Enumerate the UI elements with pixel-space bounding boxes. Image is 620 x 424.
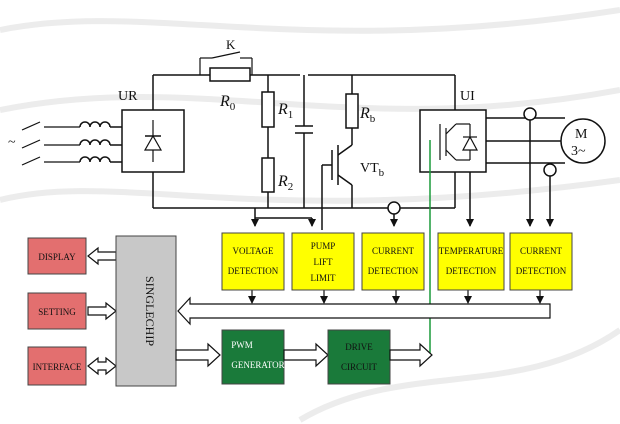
background-pattern bbox=[0, 7, 620, 423]
rectifier-label: UR bbox=[118, 89, 138, 104]
resistor-r2-label: R2 bbox=[277, 173, 293, 193]
ac-source-label: ~ bbox=[8, 135, 16, 150]
current-detection-2-line1: CURRENT bbox=[520, 246, 563, 256]
rectifier-diode-icon bbox=[143, 120, 163, 162]
pwm-generator-line2: GENERATOR bbox=[231, 360, 284, 370]
setting-block bbox=[27, 292, 87, 330]
resistor-r0-label: R0 bbox=[219, 93, 236, 113]
interface-label: INTERFACE bbox=[33, 362, 82, 372]
resistor-r1 bbox=[261, 91, 275, 128]
resistor-r0 bbox=[209, 67, 251, 82]
current-sensor-motor-b bbox=[543, 163, 557, 227]
input-switches bbox=[21, 121, 80, 166]
inverter-label: UI bbox=[460, 89, 475, 104]
display-block bbox=[27, 237, 87, 275]
temperature-detection-line1: TEMPERATURE bbox=[439, 246, 504, 256]
pwm-to-drive-arrow bbox=[283, 342, 329, 368]
drive-output-arrow bbox=[389, 342, 433, 368]
motor-label-2: 3~ bbox=[571, 144, 586, 159]
drive-circuit-block bbox=[327, 329, 391, 385]
inverter-block bbox=[419, 109, 487, 173]
feedback-bus-arrow bbox=[177, 296, 551, 326]
chip-to-pwm-arrow bbox=[175, 342, 221, 368]
motor-label-1: M bbox=[575, 127, 588, 142]
motor-output-lines bbox=[486, 117, 565, 164]
brake-transistor-icon bbox=[321, 144, 353, 230]
pump-lift-limit-line2: LIFT bbox=[314, 257, 334, 267]
transistor-label: VTb bbox=[360, 161, 385, 179]
input-inductors bbox=[79, 121, 122, 163]
switch-label: K bbox=[226, 37, 236, 52]
voltage-sense-lines bbox=[251, 208, 316, 227]
current-detection-block-1 bbox=[361, 232, 425, 291]
pwm-generator-line1: PWM bbox=[231, 340, 253, 350]
current-detection-2-line2: DETECTION bbox=[516, 266, 567, 276]
resistor-rb bbox=[345, 93, 359, 129]
pump-lift-limit-line1: PUMP bbox=[311, 241, 336, 251]
resistor-rb-label: Rb bbox=[359, 105, 376, 125]
singlechip-block bbox=[115, 235, 177, 387]
drive-circuit-line2: CIRCUIT bbox=[341, 362, 378, 372]
temperature-detection-block bbox=[437, 232, 505, 291]
bypass-switch bbox=[199, 51, 253, 75]
display-label: DISPLAY bbox=[38, 252, 76, 262]
pump-lift-limit-block bbox=[291, 232, 355, 291]
current-detection-block-2 bbox=[509, 232, 573, 291]
current-sensor-motor-a bbox=[523, 107, 537, 227]
setting-label: SETTING bbox=[38, 307, 76, 317]
inverter-igbt-icon bbox=[439, 123, 479, 161]
pwm-generator-block bbox=[221, 329, 285, 385]
current-detection-1-line1: CURRENT bbox=[372, 246, 415, 256]
bus-capacitor bbox=[295, 75, 313, 208]
resistor-r2 bbox=[261, 157, 275, 193]
voltage-detection-block bbox=[221, 232, 285, 291]
motor-icon bbox=[560, 118, 606, 164]
detection-to-bus-lines bbox=[248, 290, 544, 304]
temperature-detection-line2: DETECTION bbox=[446, 266, 497, 276]
pump-lift-limit-line3: LIMIT bbox=[311, 273, 336, 283]
drive-circuit-line1: DRIVE bbox=[345, 342, 373, 352]
current-detection-1-line2: DETECTION bbox=[368, 266, 419, 276]
resistor-r1-label: R1 bbox=[277, 101, 293, 121]
io-arrows bbox=[87, 246, 117, 376]
voltage-detection-line1: VOLTAGE bbox=[233, 246, 274, 256]
voltage-detection-line2: DETECTION bbox=[228, 266, 279, 276]
singlechip-label: SINGLECHIP bbox=[143, 276, 157, 346]
interface-block bbox=[27, 346, 87, 386]
current-sensor-bus bbox=[387, 201, 401, 227]
